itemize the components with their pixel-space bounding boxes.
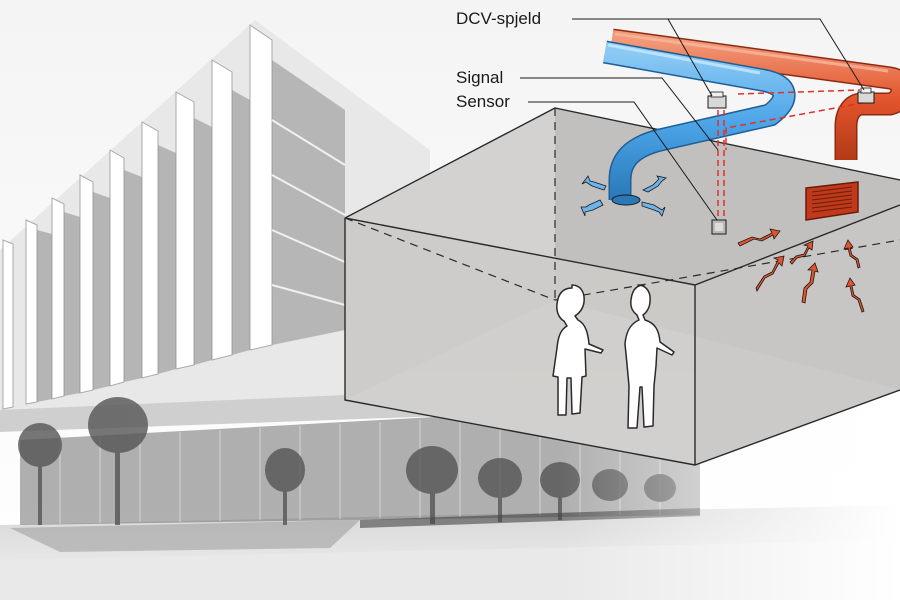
signal-label: Signal xyxy=(456,68,504,87)
damper-icon xyxy=(707,91,727,109)
label-leader-lines xyxy=(520,18,865,221)
exhaust-grille-icon xyxy=(805,181,859,221)
ground-floor-glass xyxy=(20,415,700,525)
exhaust-arrow xyxy=(845,277,865,313)
exhaust-arrow xyxy=(737,228,781,247)
exhaust-duct-highlight xyxy=(614,32,889,73)
room-front-wall xyxy=(345,218,695,465)
person-right-icon xyxy=(624,284,675,429)
supply-arrow xyxy=(642,175,667,193)
room-hidden-edges xyxy=(344,108,900,301)
supply-duct-highlight xyxy=(607,43,761,75)
exhaust-arrow xyxy=(801,262,819,304)
damper-icon xyxy=(857,87,875,104)
leader-dcv-2 xyxy=(668,18,865,91)
leader-signal xyxy=(520,77,719,151)
exhaust-arrow xyxy=(789,240,814,265)
person-left-icon xyxy=(552,284,604,416)
grass-patch xyxy=(10,520,360,552)
window-mullions xyxy=(271,119,346,306)
facade-windows xyxy=(37,60,345,402)
exhaust-arrow xyxy=(755,255,785,292)
sensor-label: Sensor xyxy=(456,92,510,111)
dcv-damper-label: DCV-spjeld xyxy=(456,9,542,28)
supply-air-arrows xyxy=(580,175,667,217)
exhaust-duct xyxy=(610,28,900,160)
ceiling-diffuser-icon xyxy=(611,194,641,206)
facade-fins xyxy=(2,24,273,410)
supply-duct xyxy=(602,40,796,206)
exhaust-arrow xyxy=(843,239,861,269)
supply-arrow xyxy=(641,201,666,217)
exhaust-duct-body xyxy=(610,30,900,160)
leader-sensor xyxy=(528,101,718,221)
supply-duct-body xyxy=(603,42,794,200)
sensor-box-icon xyxy=(711,219,727,235)
supply-arrow xyxy=(580,199,604,217)
exhaust-air-arrows xyxy=(737,228,865,313)
supply-arrow xyxy=(581,175,607,191)
room-box xyxy=(344,107,900,466)
room-right-wall xyxy=(695,205,900,465)
